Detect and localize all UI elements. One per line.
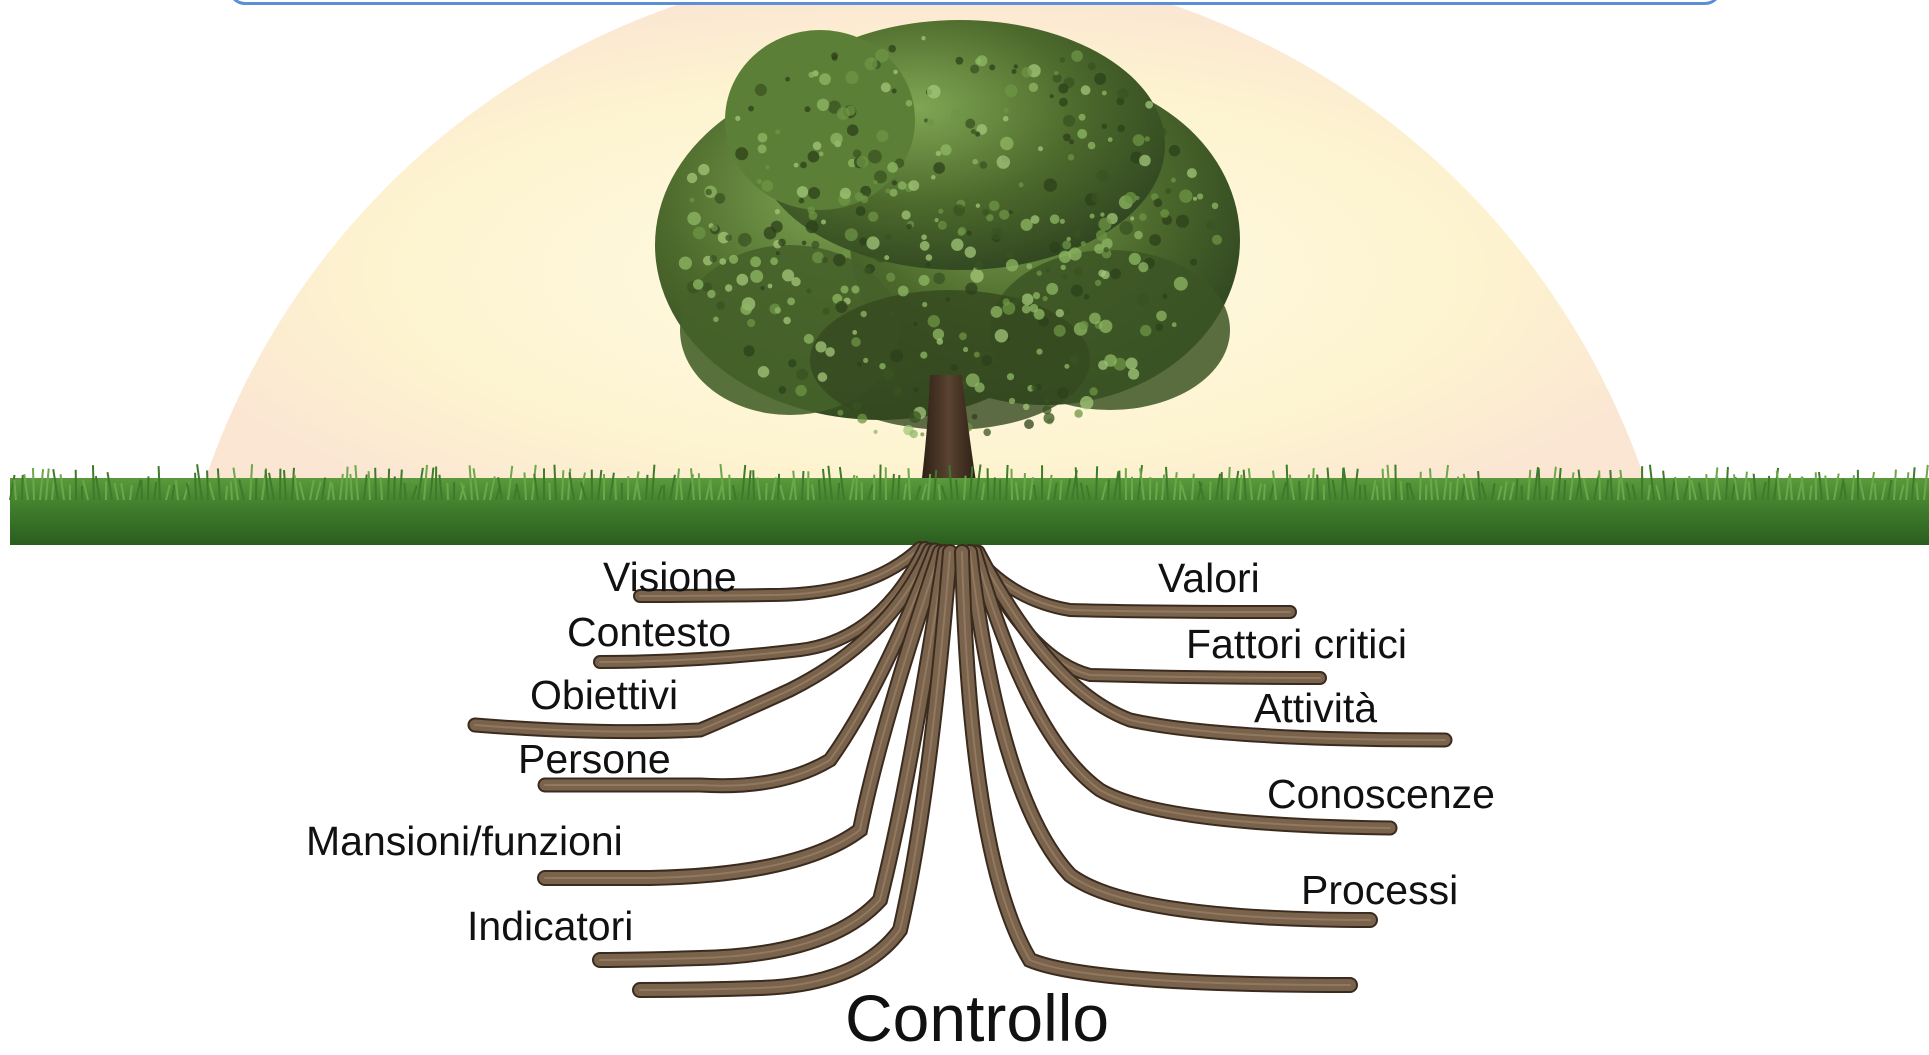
label-obiettivi: Obiettivi (530, 672, 679, 718)
grass-texture (9, 463, 1929, 501)
label-persone: Persone (518, 736, 671, 782)
label-contesto: Contesto (567, 609, 732, 655)
root-highlight (961, 551, 1351, 986)
label-attivita: Attività (1254, 685, 1378, 731)
root-highlight (977, 551, 1446, 741)
root-highlight (544, 549, 936, 787)
root-highlight (544, 551, 941, 880)
root-highlight (639, 547, 921, 597)
root-highlight (974, 551, 1391, 829)
tree-crown (655, 20, 1240, 430)
label-conoscenze: Conoscenze (1267, 771, 1495, 817)
label-indicatori: Indicatori (467, 903, 634, 949)
label-mansioni-funzioni: Mansioni/funzioni (306, 818, 623, 864)
label-valori: Valori (1158, 555, 1260, 601)
leaf-texture (678, 36, 1223, 439)
label-processi: Processi (1301, 867, 1459, 913)
root-highlight (599, 551, 946, 961)
tree-trunk (920, 375, 978, 495)
label-visione: Visione (603, 554, 737, 600)
root-highlight (639, 551, 951, 991)
label-fattori-critici: Fattori critici (1186, 621, 1407, 667)
root-highlight (599, 547, 926, 663)
root-highlight (969, 551, 1371, 921)
roots (467, 541, 1453, 998)
root-label-controllo: Controllo (845, 981, 1110, 1055)
title-box-edge (228, 0, 1722, 5)
root-highlight (474, 549, 931, 733)
